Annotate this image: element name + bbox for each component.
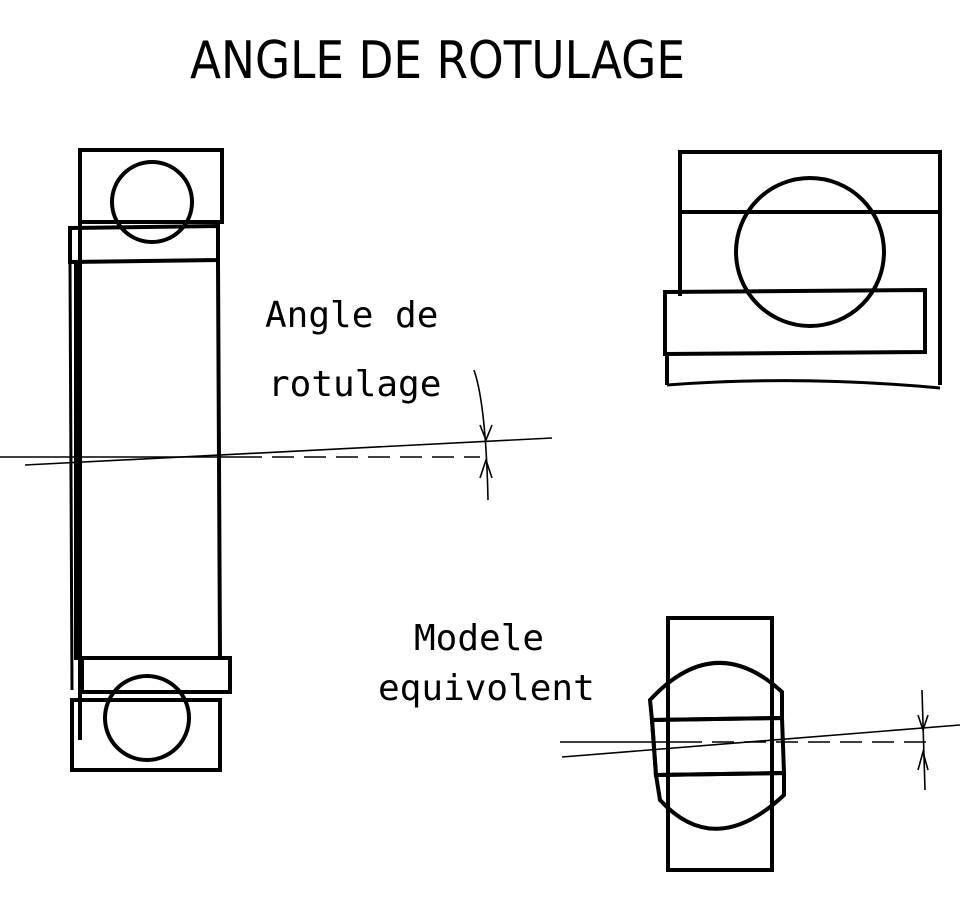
axis-lines-left: [0, 437, 553, 466]
bearing-section-right: [663, 150, 942, 390]
model-label-line2: equivolent: [378, 668, 595, 709]
model-label-line1: Modele: [414, 618, 544, 659]
angle-label-line2: rotulage: [268, 364, 441, 405]
angle-dimension-left: [473, 369, 493, 501]
bearing-section-left: [68, 148, 232, 772]
page-title: ANGLE DE ROTULAGE: [190, 31, 685, 91]
angle-label-line1: Angle de: [265, 295, 438, 336]
equivalent-model: [647, 616, 787, 872]
axis-lines-right: [560, 724, 961, 758]
angle-dimension-right: [917, 689, 929, 791]
